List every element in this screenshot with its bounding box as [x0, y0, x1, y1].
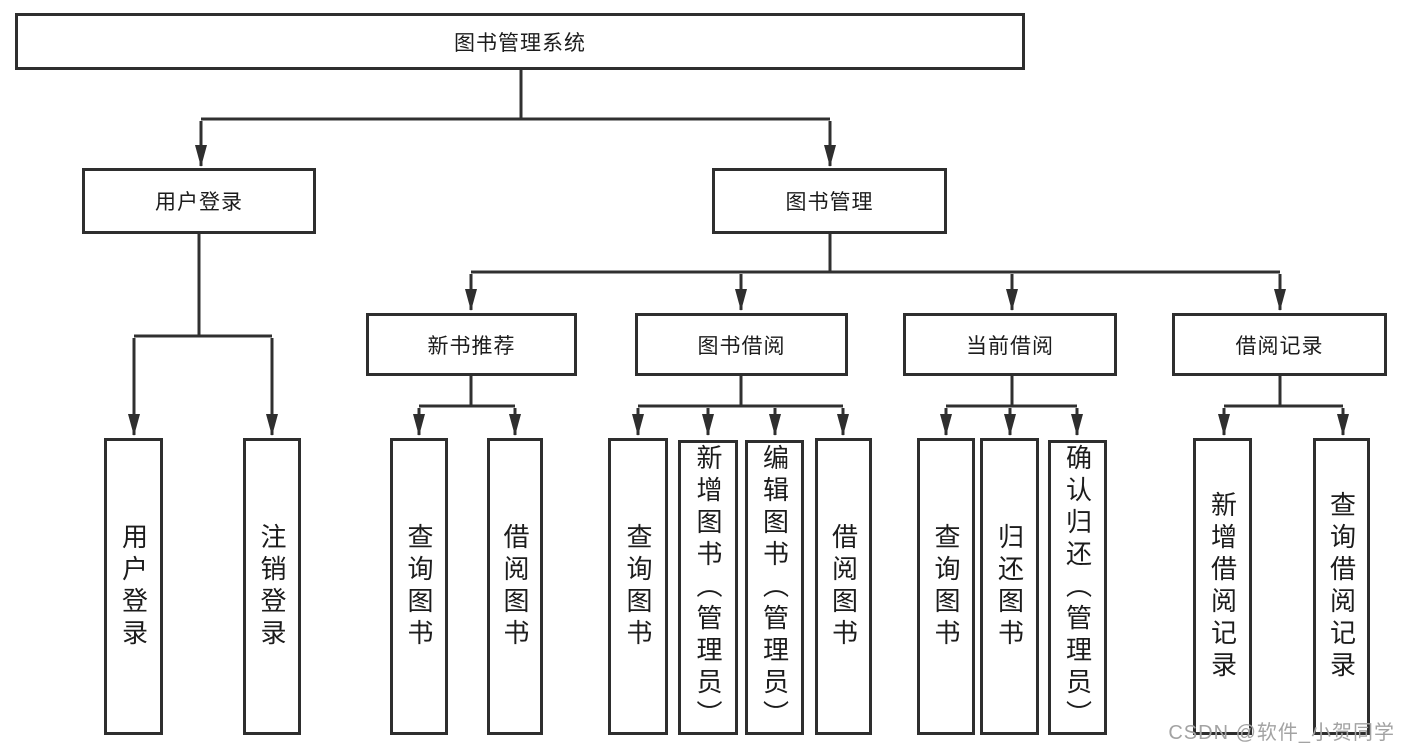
node-leaf-borrow-books-recommend-label: 借阅图书: [500, 522, 530, 651]
node-leaf-logout-label: 注销登录: [257, 522, 287, 651]
node-leaf-borrow-books-recommend: 借阅图书: [487, 438, 543, 735]
node-leaf-user-login: 用户登录: [104, 438, 163, 735]
node-leaf-query-books-borrowing: 查询图书: [608, 438, 668, 735]
node-current-borrowing-label: 当前借阅: [966, 334, 1054, 358]
node-book-management: 图书管理: [712, 168, 947, 234]
node-leaf-query-books-current-label: 查询图书: [931, 522, 961, 651]
node-user-login-label: 用户登录: [155, 191, 243, 214]
node-leaf-add-borrow-record: 新增借阅记录: [1193, 438, 1252, 735]
csdn-watermark: CSDN @软件_小贺同学: [1168, 722, 1395, 744]
node-book-management-label: 图书管理: [785, 191, 874, 214]
node-leaf-query-borrow-record: 查询借阅记录: [1313, 438, 1370, 735]
node-leaf-edit-books-admin-label: 编辑图书（管理员）: [759, 443, 790, 732]
node-leaf-query-books-current: 查询图书: [917, 438, 975, 735]
node-leaf-borrow-books-borrowing: 借阅图书: [815, 438, 872, 735]
node-leaf-user-login-label: 用户登录: [118, 522, 149, 651]
node-leaf-query-borrow-record-label: 查询借阅记录: [1326, 490, 1357, 683]
node-root: 图书管理系统: [15, 13, 1025, 70]
node-leaf-edit-books-admin: 编辑图书（管理员）: [745, 440, 804, 735]
node-book-borrowing: 图书借阅: [635, 313, 848, 376]
node-borrowing-records: 借阅记录: [1172, 313, 1387, 376]
node-book-borrowing-label: 图书借阅: [697, 334, 786, 358]
connector-group: [128, 70, 1349, 436]
node-leaf-query-books-recommend: 查询图书: [390, 438, 448, 735]
node-leaf-return-books: 归还图书: [980, 438, 1039, 735]
node-new-book-recommend-label: 新书推荐: [427, 334, 516, 358]
node-leaf-borrow-books-borrowing-label: 借阅图书: [828, 522, 859, 651]
node-leaf-confirm-return-admin: 确认归还（管理员）: [1048, 440, 1107, 735]
node-root-label: 图书管理系统: [454, 31, 586, 55]
node-current-borrowing: 当前借阅: [903, 313, 1117, 376]
node-leaf-query-books-recommend-label: 查询图书: [404, 522, 434, 651]
node-leaf-confirm-return-admin-label: 确认归还（管理员）: [1062, 443, 1093, 732]
node-leaf-add-books-admin-label: 新增图书（管理员）: [693, 443, 723, 732]
node-new-book-recommend: 新书推荐: [366, 313, 577, 376]
node-borrowing-records-label: 借阅记录: [1235, 334, 1324, 358]
node-leaf-add-borrow-record-label: 新增借阅记录: [1207, 490, 1238, 683]
node-leaf-add-books-admin: 新增图书（管理员）: [678, 440, 738, 735]
node-user-login: 用户登录: [82, 168, 316, 234]
node-leaf-query-books-borrowing-label: 查询图书: [623, 522, 653, 651]
node-leaf-return-books-label: 归还图书: [994, 522, 1025, 651]
node-leaf-logout: 注销登录: [243, 438, 301, 735]
